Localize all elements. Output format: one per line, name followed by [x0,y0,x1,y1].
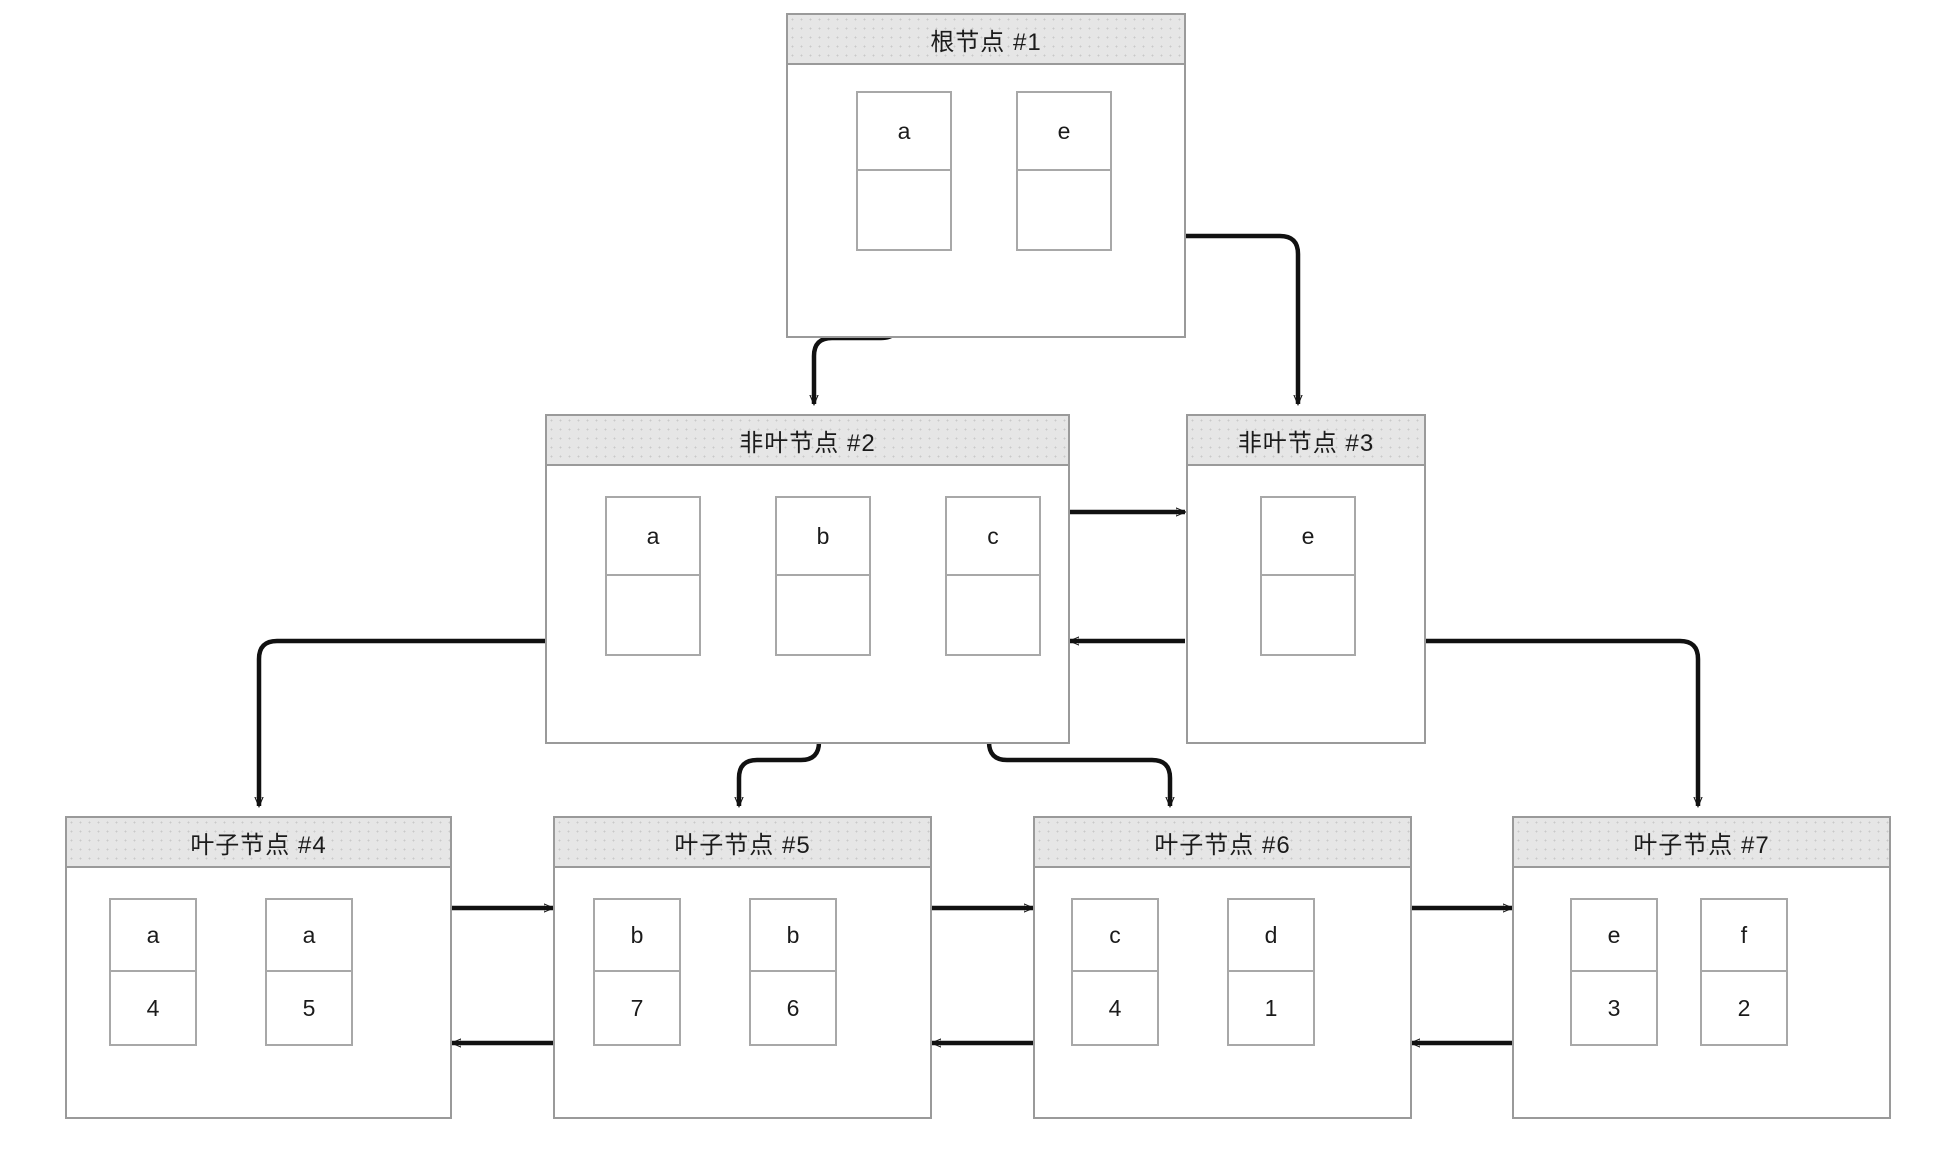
node-internal-2[interactable]: 非叶节点 #2 a b c [545,414,1070,744]
node-title: 非叶节点 #3 [1188,416,1424,466]
cell-pointer [607,576,699,654]
node-title: 叶子节点 #6 [1035,818,1410,868]
cell-node4-0[interactable]: a 4 [109,898,197,1046]
cell-value: 6 [786,994,800,1021]
cell-value: 5 [302,994,316,1021]
node-body: a 4 a 5 [67,868,450,1117]
node-leaf-7[interactable]: 叶子节点 #7 e 3 f 2 [1512,816,1891,1119]
cell-key: b [751,900,835,972]
cell-value: 4 [1108,994,1122,1021]
cell-node2-0[interactable]: a [605,496,701,656]
cell-node7-0[interactable]: e 3 [1570,898,1658,1046]
cell-node6-1[interactable]: d 1 [1227,898,1315,1046]
node-title: 非叶节点 #2 [547,416,1068,466]
cell-node5-1[interactable]: b 6 [749,898,837,1046]
cell-node3-0[interactable]: e [1260,496,1356,656]
cell-pointer [947,576,1039,654]
node-body: b 7 b 6 [555,868,930,1117]
cell-value: 2 [1737,994,1751,1021]
node-body: a e [788,65,1184,336]
cell-key: a [858,93,950,171]
node-body: e 3 f 2 [1514,868,1889,1117]
cell-pointer [1018,171,1110,249]
cell-node1-0[interactable]: a [856,91,952,251]
cell-key: e [1262,498,1354,576]
cell-node2-2[interactable]: c [945,496,1041,656]
cell-key: e [1572,900,1656,972]
cell-pointer [1262,576,1354,654]
cell-key: e [1018,93,1110,171]
node-title: 叶子节点 #5 [555,818,930,868]
cell-key: a [607,498,699,576]
cell-key: f [1702,900,1786,972]
node-title: 叶子节点 #4 [67,818,450,868]
cell-value: 7 [630,994,644,1021]
cell-node7-1[interactable]: f 2 [1700,898,1788,1046]
node-leaf-4[interactable]: 叶子节点 #4 a 4 a 5 [65,816,452,1119]
cell-key: b [595,900,679,972]
cell-node1-1[interactable]: e [1016,91,1112,251]
node-title: 根节点 #1 [788,15,1184,65]
cell-key: d [1229,900,1313,972]
node-leaf-5[interactable]: 叶子节点 #5 b 7 b 6 [553,816,932,1119]
cell-value: 4 [146,994,160,1021]
node-leaf-6[interactable]: 叶子节点 #6 c 4 d 1 [1033,816,1412,1119]
node-body: e [1188,466,1424,742]
cell-pointer [858,171,950,249]
cell-key: c [947,498,1039,576]
cell-value: 3 [1607,994,1621,1021]
cell-node4-1[interactable]: a 5 [265,898,353,1046]
cell-node6-0[interactable]: c 4 [1071,898,1159,1046]
cell-key: c [1073,900,1157,972]
cell-value: 1 [1264,994,1278,1021]
node-body: a b c [547,466,1068,742]
cell-pointer [777,576,869,654]
cell-key: a [111,900,195,972]
node-root-1[interactable]: 根节点 #1 a e [786,13,1186,338]
cell-key: b [777,498,869,576]
cell-node2-1[interactable]: b [775,496,871,656]
cell-key: a [267,900,351,972]
cell-node5-0[interactable]: b 7 [593,898,681,1046]
node-title: 叶子节点 #7 [1514,818,1889,868]
node-body: c 4 d 1 [1035,868,1410,1117]
node-internal-3[interactable]: 非叶节点 #3 e [1186,414,1426,744]
